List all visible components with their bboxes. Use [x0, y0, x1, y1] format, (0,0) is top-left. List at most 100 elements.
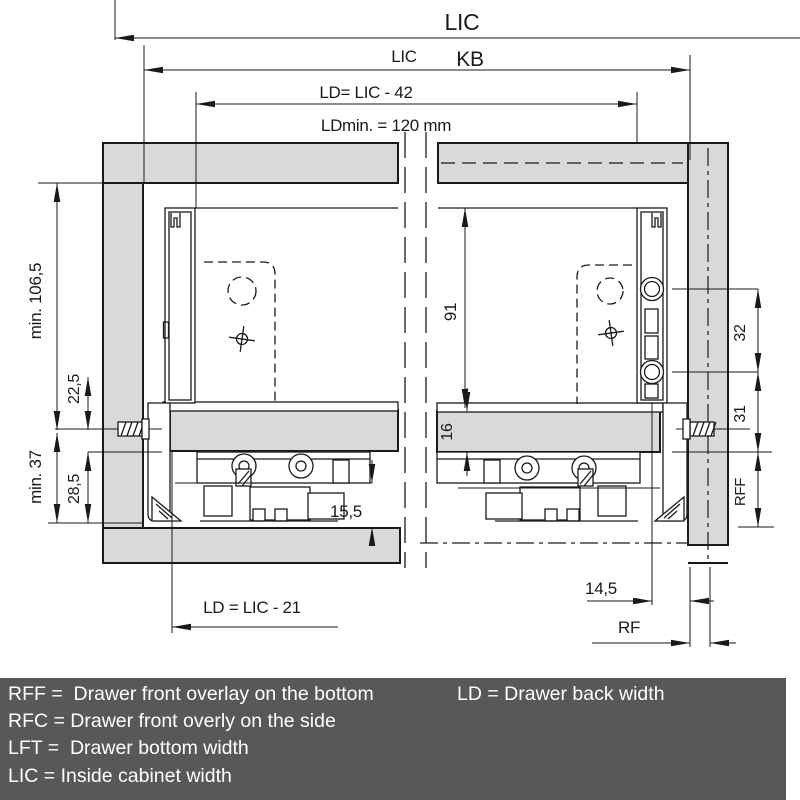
dimension-rf: RF: [592, 618, 736, 647]
arrow: [53, 183, 61, 202]
dimension-ld-bottom: LD = LIC - 21: [171, 452, 338, 633]
label-28-5: 28,5: [66, 474, 83, 504]
legend: RFF = Drawer front overlay on the bottom…: [0, 678, 786, 800]
left-wedge-hatch-2: [158, 510, 169, 520]
left-drawer-side-profile: [162, 207, 399, 412]
arrow-left: [196, 100, 215, 108]
arrow-right: [671, 66, 690, 74]
right-profile-insert-upper: [644, 308, 659, 334]
label-rff: RFF: [732, 478, 749, 506]
dashed-outline-right: [576, 264, 632, 404]
back-panel-dashed-outline-right: [576, 264, 632, 404]
right-roller-front: [514, 455, 540, 481]
dimension-left-stack: min. 106,5 22,5 min. 37 28,5 15,5: [26, 182, 376, 546]
label-16: 16: [439, 423, 456, 441]
label-lic-inner: LIC: [391, 47, 417, 66]
label-91: 91: [441, 303, 460, 321]
label-min-37: min. 37: [26, 450, 45, 504]
right-screw-thread-1: [692, 421, 699, 437]
label-22-5: 22,5: [66, 374, 83, 404]
arrow: [461, 208, 469, 227]
arrow: [671, 639, 690, 647]
arrow: [368, 464, 376, 483]
label-31: 31: [732, 405, 749, 423]
technical-drawing: LIC LIC KB LD= LIC - 42 LDmin. = 120 mm …: [26, 0, 800, 647]
right-wedge-hatch-2: [667, 510, 678, 520]
arrow: [754, 353, 762, 372]
left-latch-foot-a: [252, 508, 266, 522]
right-latch-foot-b: [566, 508, 580, 522]
right-profile-insert-bottom: [644, 383, 659, 399]
label-min-106: min. 106,5: [26, 263, 45, 339]
label-lic-overall: LIC: [445, 9, 480, 35]
dimension-14-5: 14,5: [585, 567, 714, 647]
right-roller-front-hub: [521, 462, 533, 474]
left-bottom-flange: [162, 401, 399, 412]
arrow: [754, 433, 762, 452]
arrow: [53, 433, 61, 452]
right-screw-thread-2: [698, 421, 705, 437]
arrow: [754, 372, 762, 391]
dimension-ld-top: LD= LIC - 42: [195, 83, 638, 208]
arrow: [84, 377, 92, 396]
legend-row-rfc: RFC = Drawer front overly on the side: [8, 710, 336, 732]
arrow: [368, 527, 376, 546]
label-rf: RF: [618, 618, 640, 637]
label-32: 32: [732, 324, 749, 342]
arrow: [53, 411, 61, 430]
right-bracket-wedge: [653, 495, 685, 522]
cabinet-bottom-panel: [102, 527, 401, 564]
back-fixing-hole-upper-inner: [643, 280, 661, 298]
dimension-91: 91: [441, 208, 469, 408]
arrow-left: [172, 623, 191, 631]
left-screw-thread-2: [126, 421, 133, 437]
legend-row-rff: RFF = Drawer front overlay on the bottom: [8, 683, 374, 705]
break-lines: [404, 132, 427, 568]
left-screw-head: [141, 418, 150, 440]
dashed-hole-right: [596, 277, 624, 305]
arrow-left: [115, 34, 134, 42]
drawer-bottom-left: [169, 409, 399, 452]
drawer-back-left-segment: [102, 142, 399, 184]
right-wedge-hatch-1: [663, 503, 681, 519]
arrow: [463, 452, 471, 471]
arrow: [84, 504, 92, 523]
left-roller-front: [288, 453, 314, 479]
label-kb: KB: [456, 48, 483, 71]
arrow-right: [618, 100, 637, 108]
drawer-bottom-right: [436, 410, 661, 453]
back-fixing-hole-lower-inner: [643, 363, 661, 381]
dashed-outline-left: [204, 261, 276, 404]
left-roller-front-hub: [295, 460, 307, 472]
left-latch-hatch-1: [237, 470, 250, 485]
right-drawer-side-profile: [436, 207, 668, 413]
arrow: [754, 452, 762, 471]
left-profile-inner: [168, 211, 192, 401]
left-latch-block-d: [307, 492, 345, 520]
label-ld-min: LDmin. = 120 mm: [321, 116, 451, 135]
dimension-16: 16: [439, 388, 471, 476]
left-bracket-wedge: [151, 495, 183, 522]
label-14-5: 14,5: [585, 579, 617, 598]
arrow: [754, 289, 762, 308]
left-latch-block-a: [203, 485, 233, 517]
dimension-right-stack: 32 31 RFF: [672, 288, 774, 528]
left-profile-slot: [162, 321, 170, 339]
arrow: [53, 504, 61, 523]
drawer-back-right-segment: [437, 142, 729, 184]
drill-mark-left-hline: [229, 336, 255, 342]
right-screw-head: [682, 418, 691, 440]
arrow: [710, 639, 729, 647]
legend-row-lic: LIC = Inside cabinet width: [8, 765, 232, 787]
left-profile-outer: [164, 207, 196, 404]
right-latch-block-d: [485, 492, 523, 520]
right-profile-insert-lower: [644, 335, 659, 360]
right-profile-hook: [651, 213, 662, 228]
dashed-hole-left: [227, 276, 257, 306]
left-runner-assembly: [55, 402, 372, 522]
left-profile-hook: [170, 213, 181, 228]
cabinet-panels: [102, 142, 729, 564]
right-rail-step: [483, 459, 501, 484]
right-runner-assembly: [436, 402, 750, 605]
